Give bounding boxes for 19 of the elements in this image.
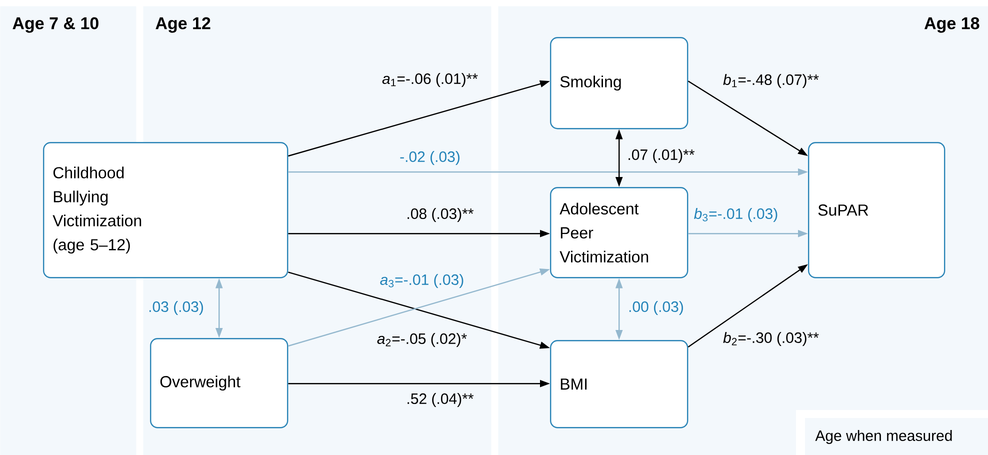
edge-label: a$_{1}$=-.06 (.01)** [381, 72, 479, 88]
legend-text: Age when measured [815, 430, 952, 444]
edge-label: a$_{2}$=-.05 (.02)* [376, 332, 468, 348]
edge-label: .00 (.03) [627, 300, 685, 316]
edge-label: .08 (.03)** [405, 207, 475, 223]
edge-label: b$_{1}$=-.48 (.07)** [722, 73, 820, 89]
variable-box: Smoking [550, 37, 688, 130]
variable-box: SuPAR [808, 142, 946, 278]
edge-label: .03 (.03) [147, 300, 205, 316]
edge-label: .07 (.01)** [626, 148, 696, 164]
variable-box: Overweight [150, 338, 288, 428]
edge-label: .52 (.04)** [405, 392, 475, 408]
variable-box: Childhood Bullying Victimization (age 5–12) [43, 142, 288, 278]
variable-box: Adolescent Peer Victimization [550, 187, 688, 278]
edge-label: b$_{3}$=-.01 (.03) [692, 207, 780, 223]
edge-label: a$_{3}$=-.01 (.03) [378, 273, 466, 289]
edge-label: -.02 (.03) [398, 150, 462, 166]
edge-label: b$_{2}$=-.30 (.03)** [722, 331, 820, 347]
variable-box: BMI [550, 340, 688, 428]
